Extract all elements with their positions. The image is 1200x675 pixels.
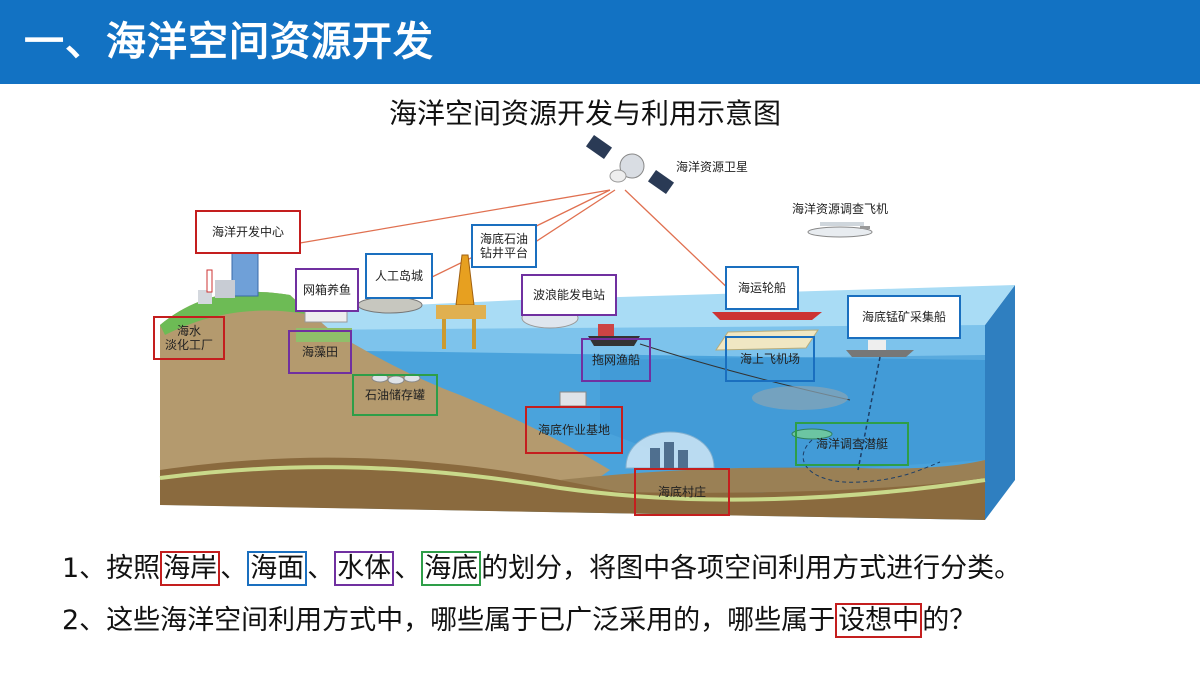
question-1-sep: 、 [220,553,248,584]
highlight-imagined: 设想中 [835,603,923,638]
label-artificial-island: 人工岛城 [365,253,433,299]
question-2-suffix: 的？ [922,605,977,636]
label-seabed-base: 海底作业基地 [525,406,623,454]
seabed-base-icon [559,391,587,407]
coast-grass [160,291,310,335]
submarine-path [802,439,941,483]
label-oil-rig: 海底石油 钻井平台 [471,224,537,268]
label-sea-airport: 海上飞机场 [725,336,815,382]
page-title: 一、海洋空间资源开发 [24,19,434,65]
label-oil-storage: 石油储存罐 [352,374,438,416]
label-seabed-village: 海底村庄 [634,468,730,516]
oil-storage-icon [371,373,421,385]
satellite-icon [585,134,675,195]
question-2-prefix: 2、这些海洋空间利用方式中，哪些属于已广泛采用的，哪些属于 [62,605,836,636]
label-cage-fish: 网箱养鱼 [295,268,359,312]
label-manganese-ship: 海底锰矿采集船 [847,295,961,339]
highlight-coast: 海岸 [160,551,221,586]
label-trawler: 拖网渔船 [581,338,651,382]
sea-airport-icon [715,329,819,351]
artificial-island-icon [357,296,423,314]
building-icon [198,251,259,304]
satellite-label: 海洋资源卫星 [676,160,749,174]
seabed-floor [560,460,985,493]
sediment-stripe [159,465,986,502]
coast-land [160,291,610,505]
submarine-icon [791,428,833,440]
question-1: 1、按照海岸、海面、水体、海底的划分，将图中各项空间利用方式进行分类。 [62,550,1021,588]
question-1-sep: 、 [307,553,335,584]
label-desalination: 海水 淡化工厂 [153,316,225,360]
aircraft-icon [807,222,873,238]
label-submarine: 海洋调查潜艇 [795,422,909,466]
oil-rig-icon [436,254,486,349]
mining-pipe [857,356,881,471]
header-bar: 一、海洋空间资源开发 [0,0,1200,84]
diagram-title: 海洋空间资源开发与利用示意图 [388,97,781,130]
highlight-surface: 海面 [247,551,308,586]
seabed-village-buildings [650,442,688,468]
trawl-net-bag [752,386,848,410]
lighthouse-icon [206,269,213,293]
question-1-suffix: 的划分，将图中各项空间利用方式进行分类。 [481,553,1022,584]
block-side-face [985,285,1015,520]
highlight-water: 水体 [334,551,395,586]
label-seaweed: 海藻田 [288,330,352,374]
mining-ship-icon [846,340,914,357]
highlight-seabed: 海底 [421,551,482,586]
label-cargo-ship: 海运轮船 [725,266,799,310]
aircraft-label: 海洋资源调查飞机 [792,202,889,216]
question-2: 2、这些海洋空间利用方式中，哪些属于已广泛采用的，哪些属于设想中的？ [62,602,976,640]
label-wave-power: 波浪能发电站 [521,274,617,316]
question-1-sep: 、 [394,553,422,584]
question-1-prefix: 1、按照 [62,553,161,584]
label-development-center: 海洋开发中心 [195,210,301,254]
